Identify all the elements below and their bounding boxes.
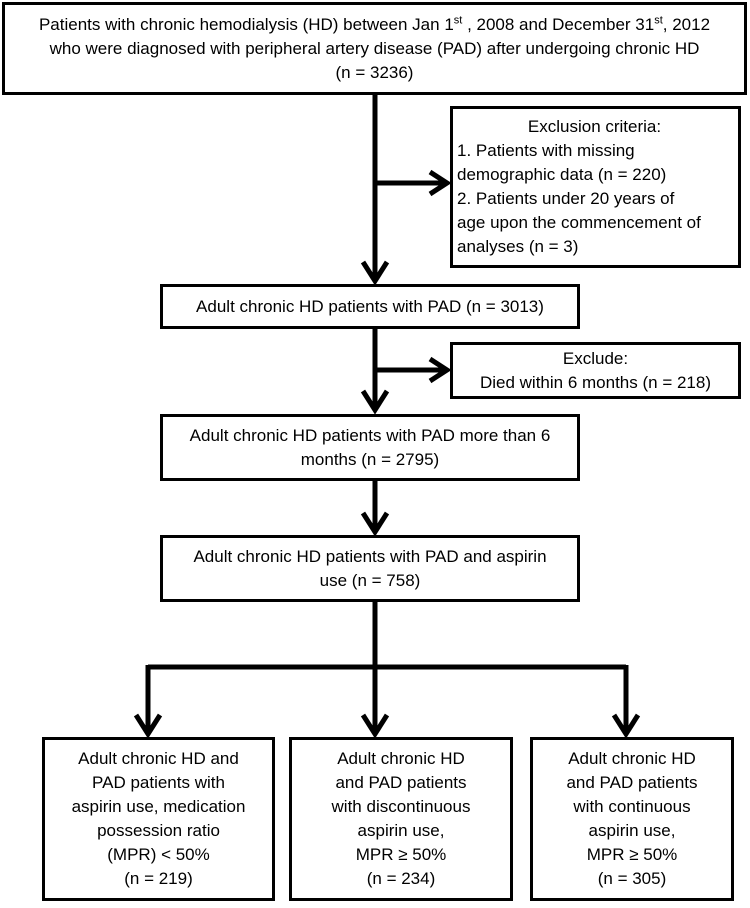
- outcome-line: and PAD patients: [335, 773, 467, 792]
- outcome-line: with continuous: [573, 797, 691, 816]
- box-initial-cohort: Patients with chronic hemodialysis (HD) …: [2, 2, 747, 95]
- initial-cohort-line2: who were diagnosed with peripheral arter…: [49, 38, 700, 58]
- line1-text-c: , 2012: [662, 14, 711, 34]
- pad-aspirin-line: use (n = 758): [319, 570, 421, 590]
- line1-text-a: Patients with chronic hemodialysis (HD) …: [38, 14, 454, 34]
- outcome-line: Adult chronic HD: [568, 749, 696, 768]
- exclusion-line: 1. Patients with missing: [457, 141, 635, 160]
- arrowhead-exclusion1: [428, 169, 452, 197]
- box-exclusion-criteria: Exclusion criteria: 1. Patients with mis…: [450, 106, 741, 268]
- outcome-count: (n = 305): [597, 869, 667, 888]
- box-pad-aspirin-use: Adult chronic HD patients with PAD and a…: [160, 535, 580, 602]
- outcome-line: Adult chronic HD: [337, 749, 465, 768]
- line1-text-b: , 2008 and December 31: [462, 14, 655, 34]
- arrowhead-out2: [360, 713, 390, 739]
- box-outcome-discontinuous: Adult chronic HD and PAD patients with d…: [289, 737, 513, 901]
- outcome-line: possession ratio: [97, 821, 220, 840]
- box-exclude-died: Exclude: Died within 6 months (n = 218): [450, 342, 741, 399]
- outcome-line: and PAD patients: [566, 773, 698, 792]
- exclusion-line: demographic data (n = 220): [457, 165, 667, 184]
- pad-over-6-months-line: months (n = 2795): [300, 449, 440, 469]
- exclude-died-text: Died within 6 months (n = 218): [479, 372, 712, 392]
- initial-cohort-line1: Patients with chronic hemodialysis (HD) …: [39, 13, 710, 37]
- box-adult-hd-pad: Adult chronic HD patients with PAD (n = …: [160, 284, 580, 329]
- outcome-line: MPR ≥ 50%: [586, 845, 678, 864]
- exclusion-line: 2. Patients under 20 years of: [457, 189, 675, 208]
- outcome-line: aspirin use,: [357, 821, 445, 840]
- pad-over-6-months-line: Adult chronic HD patients with PAD more …: [189, 425, 551, 445]
- arrowhead-out3: [611, 713, 641, 739]
- arrowhead-exclusion2: [428, 356, 452, 384]
- outcome-line: (MPR) < 50%: [107, 845, 210, 864]
- line1-sup-b: st: [654, 13, 663, 26]
- arrowhead-step3: [360, 389, 390, 415]
- arrowhead-step2: [360, 260, 390, 286]
- outcome-count: (n = 219): [124, 869, 193, 888]
- arrowhead-out1: [133, 713, 163, 739]
- exclusion-line: age upon the commencement of: [457, 213, 701, 232]
- adult-hd-pad-text: Adult chronic HD patients with PAD (n = …: [196, 296, 544, 316]
- arrowhead-step4: [360, 511, 390, 537]
- outcome-line: aspirin use,: [588, 821, 676, 840]
- outcome-line: aspirin use, medication: [71, 797, 246, 816]
- line1-sup-a: st: [453, 13, 463, 26]
- box-pad-over-6-months: Adult chronic HD patients with PAD more …: [160, 414, 580, 481]
- exclude-title: Exclude:: [562, 348, 629, 368]
- outcome-line: with discontinuous: [331, 797, 471, 816]
- exclusion-criteria-title: Exclusion criteria:: [527, 117, 662, 136]
- outcome-line: PAD patients with: [92, 773, 225, 792]
- initial-cohort-count: (n = 3236): [335, 62, 414, 82]
- pad-aspirin-line: Adult chronic HD patients with PAD and a…: [193, 546, 547, 566]
- outcome-count: (n = 234): [366, 869, 436, 888]
- exclusion-line: analyses (n = 3): [457, 237, 579, 256]
- outcome-line: MPR ≥ 50%: [355, 845, 447, 864]
- outcome-line: Adult chronic HD and: [78, 749, 239, 768]
- box-outcome-mpr-below-50: Adult chronic HD and PAD patients with a…: [42, 737, 275, 901]
- box-outcome-continuous: Adult chronic HD and PAD patients with c…: [530, 737, 734, 901]
